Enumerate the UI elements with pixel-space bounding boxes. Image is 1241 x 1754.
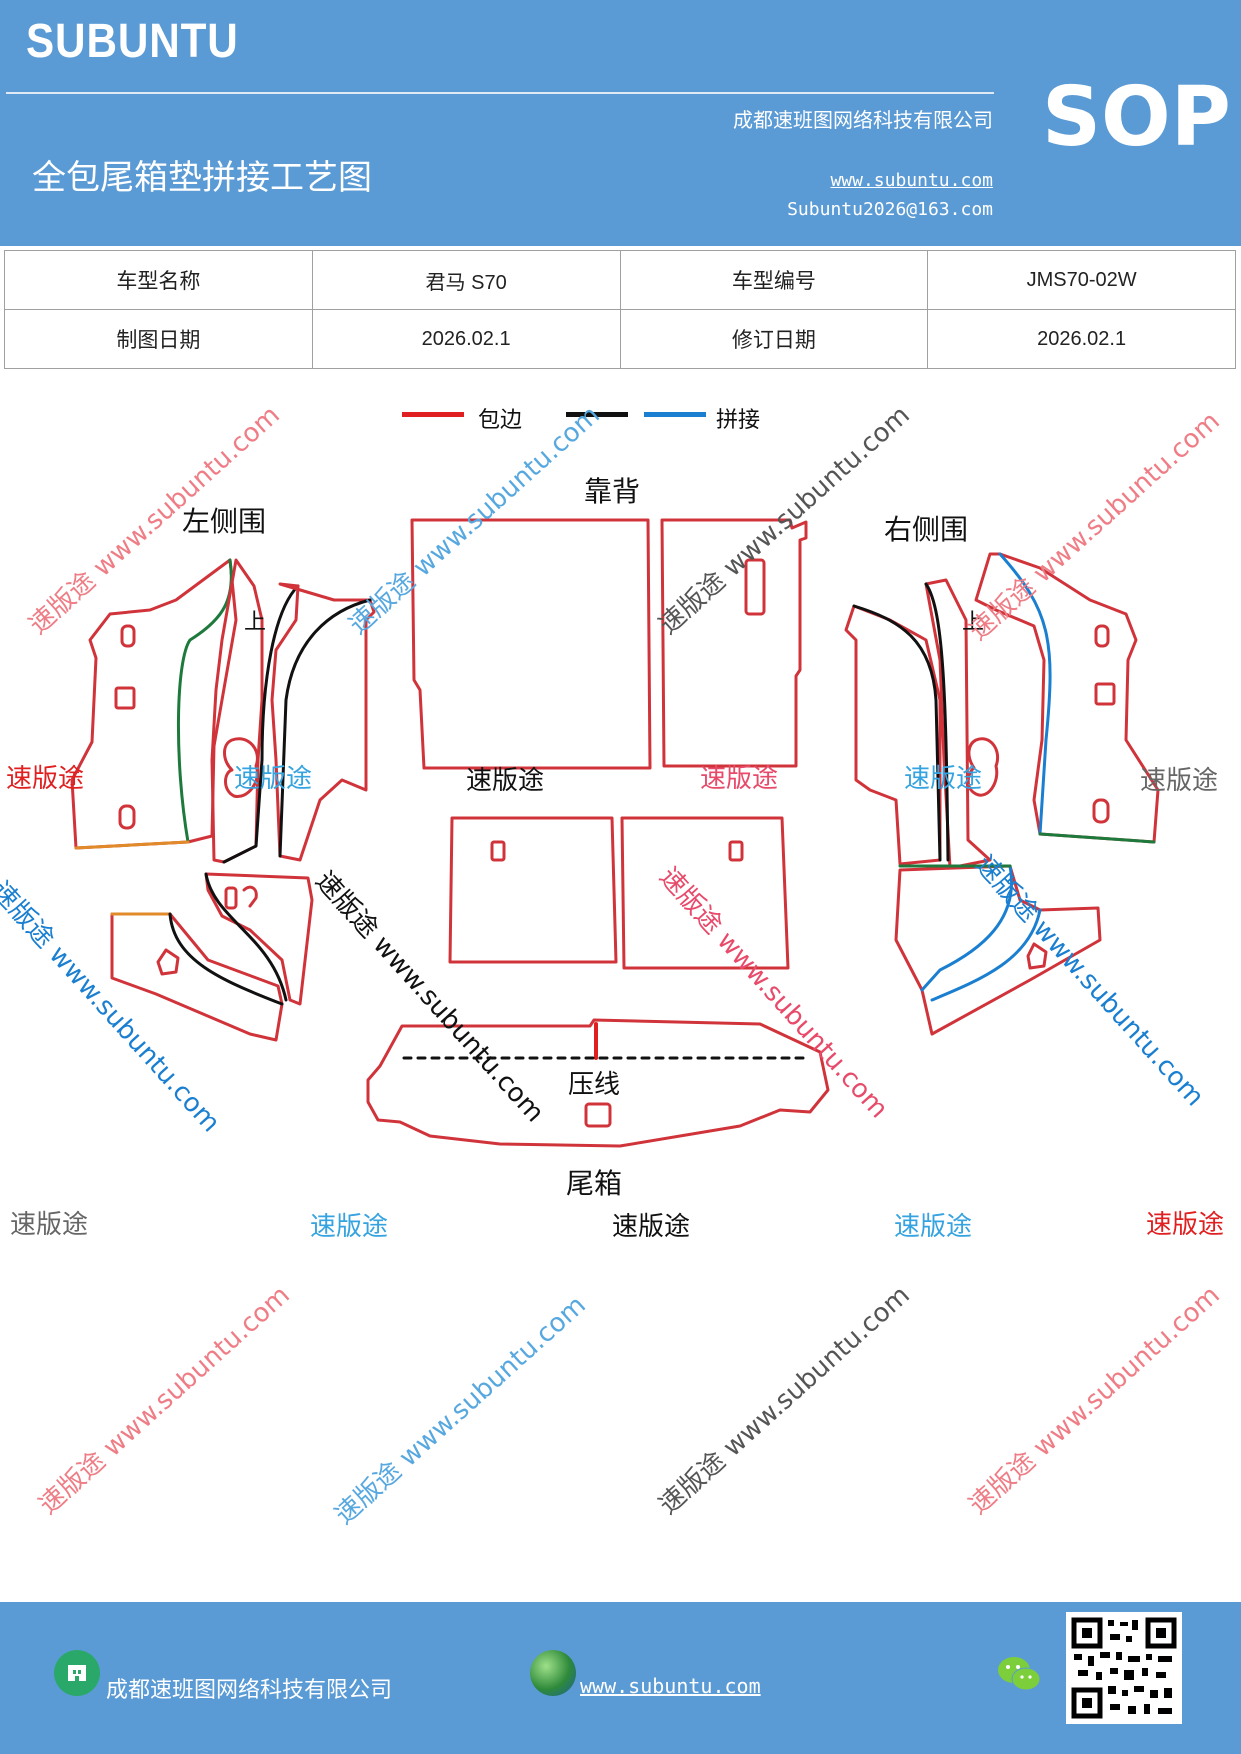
qr-code-icon[interactable] (1066, 1612, 1182, 1724)
left-lower-hole (224, 886, 238, 910)
right-side-inner-panel (844, 604, 942, 866)
floor-right-hole (728, 840, 744, 862)
footer-banner: 成都速班图网络科技有限公司 www.subuntu.com (0, 1602, 1241, 1754)
right-side-green-seam (1038, 832, 1156, 844)
right-side-black-seam (852, 604, 942, 862)
legend-blue-label: 拼接 (716, 408, 761, 433)
model-name-label: 车型名称 (4, 250, 313, 310)
watermark: 速版途 (310, 1212, 389, 1242)
revision-date-value: 2026.02.1 (927, 309, 1236, 369)
left-grip-hole (223, 737, 259, 798)
left-side-black-seam (222, 584, 300, 864)
watermark: 速版途 (466, 766, 545, 796)
legend-black-line (566, 412, 628, 417)
watermark: 速版途 (6, 764, 85, 794)
left-hole-2 (114, 686, 136, 710)
globe-icon (530, 1650, 576, 1696)
right-side-black-seam-2 (924, 582, 950, 862)
pattern-diagram (70, 518, 1160, 1148)
footer-website-link[interactable]: www.subuntu.com (580, 1674, 761, 1698)
left-side-inner-panel (270, 582, 376, 862)
floor-right-panel (620, 816, 790, 970)
crease-label: 压线 (568, 1070, 621, 1100)
watermark: 速版途 www.subuntu.com (653, 1280, 916, 1521)
watermark: 速版途 (1146, 1210, 1225, 1240)
left-side-green-seam (176, 558, 233, 844)
model-code-value: JMS70-02W (927, 250, 1236, 310)
floor-left-panel (448, 816, 618, 964)
right-side-blue-seam (998, 552, 1052, 836)
left-hole-1 (120, 624, 136, 648)
right-hole-2 (1094, 682, 1116, 706)
watermark: 速版途 (904, 764, 983, 794)
brand-logo: SUBUNTU (26, 15, 239, 68)
left-side-black-seam-2 (278, 598, 372, 858)
sop-badge: SOP (1042, 70, 1231, 165)
left-lower-notch (156, 948, 180, 976)
watermark: 速版途 www.subuntu.com (329, 1290, 592, 1531)
document-title: 全包尾箱垫拼接工艺图 (32, 158, 372, 198)
right-lower-blue-seam (920, 864, 1013, 992)
watermark: 速版途 www.subuntu.com (963, 1280, 1226, 1521)
left-lower-black-seam (168, 912, 284, 1006)
header-divider (6, 92, 994, 94)
watermark: 速版途 (894, 1212, 973, 1242)
table-row: 车型名称 君马 S70 车型编号 JMS70-02W (4, 250, 1236, 310)
right-hole-3 (1092, 798, 1110, 824)
right-lower-panel (894, 864, 1102, 1036)
backrest-right-panel (660, 518, 808, 768)
right-side-label: 右侧围 (884, 513, 969, 546)
draw-date-value: 2026.02.1 (311, 309, 621, 369)
left-lower-hook (242, 885, 258, 908)
left-lower-black-seam-2 (204, 872, 288, 1002)
left-side-orange-seam (74, 840, 190, 850)
header-banner: SUBUNTU SOP 成都速班图网络科技有限公司 全包尾箱垫拼接工艺图 www… (0, 0, 1241, 246)
floor-left-hole (490, 840, 506, 862)
vehicle-info-table: 车型名称 君马 S70 车型编号 JMS70-02W 制图日期 2026.02.… (4, 250, 1236, 369)
right-hole-1 (1094, 624, 1110, 648)
trunk-hole (584, 1102, 612, 1128)
right-side-outer-panel (974, 552, 1160, 844)
model-name-value: 君马 S70 (311, 250, 621, 310)
watermark: 速版途 (1140, 766, 1219, 796)
legend-red-label: 包边 (478, 408, 523, 433)
trunk-label: 尾箱 (566, 1167, 623, 1200)
backrest-label: 靠背 (584, 475, 641, 508)
draw-date-label: 制图日期 (4, 309, 313, 369)
backrest-left-panel (410, 518, 652, 770)
company-icon (54, 1650, 100, 1696)
left-up-marker: 上 (244, 610, 267, 635)
email-address[interactable]: Subuntu2026@163.com (787, 199, 993, 220)
backrest-slot (744, 558, 766, 616)
watermark: 速版途 (612, 1212, 691, 1242)
left-lower-panel-2 (204, 872, 314, 1006)
right-grip-hole (966, 737, 999, 797)
revision-date-label: 修订日期 (619, 309, 929, 369)
watermark: 速版途 (234, 764, 313, 794)
legend-red-line (402, 412, 464, 417)
right-lower-notch (1026, 942, 1048, 970)
left-side-label: 左侧围 (182, 505, 267, 538)
legend-blue-line (644, 412, 706, 417)
company-name: 成都速班图网络科技有限公司 (733, 108, 993, 132)
left-side-outer-panel (70, 558, 238, 850)
right-lower-blue-seam-2 (930, 908, 1042, 1002)
watermark: 速版途 (10, 1210, 89, 1240)
watermark: 速版途 (700, 764, 779, 794)
left-hole-3 (118, 804, 136, 830)
model-code-label: 车型编号 (619, 250, 929, 310)
right-side-middle-panel (924, 578, 992, 870)
table-row: 制图日期 2026.02.1 修订日期 2026.02.1 (4, 309, 1236, 369)
right-up-marker: 上 (962, 610, 985, 635)
website-link[interactable]: www.subuntu.com (830, 170, 993, 191)
watermark: 速版途 www.subuntu.com (33, 1280, 296, 1521)
left-lower-panel (110, 912, 284, 1042)
wechat-icon[interactable] (996, 1654, 1042, 1694)
footer-company-name: 成都速班图网络科技有限公司 (106, 1678, 393, 1703)
trunk-panel (366, 1018, 830, 1148)
